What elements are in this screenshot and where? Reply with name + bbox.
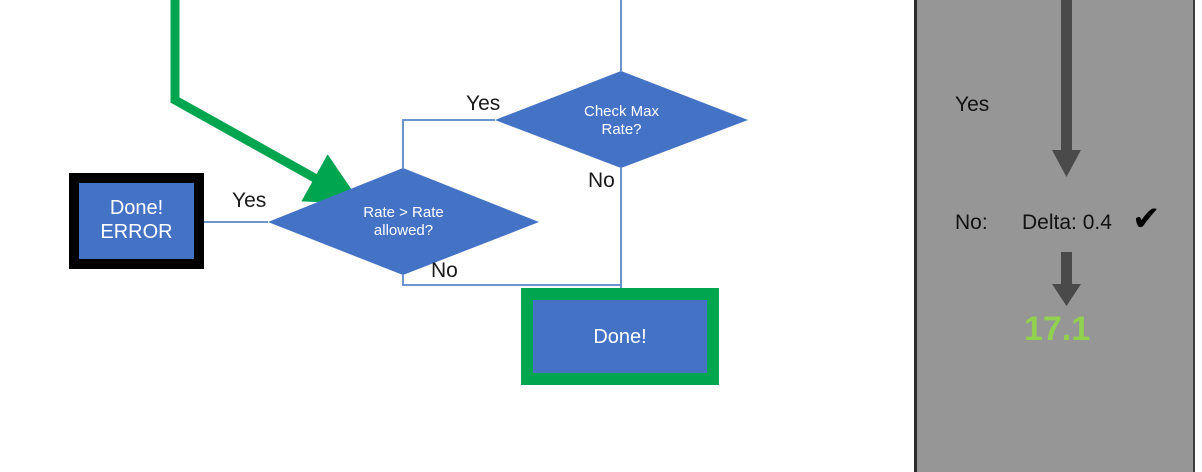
checkmark-icon: ✔ [1132, 199, 1161, 239]
edge-label-yes-check-max: Yes [466, 92, 501, 115]
edge-label-no-rate-allowed: No [431, 259, 458, 282]
right-edge-sliver [1195, 0, 1202, 472]
connector-no-rate-allowed [402, 275, 621, 286]
node-done-error[interactable] [69, 173, 204, 269]
panel-delta-label: Delta: 0.4 [1022, 211, 1112, 234]
gray-panel: Yes No: Delta: 0.4 [914, 0, 1195, 472]
node-check-max-rate[interactable] [495, 71, 748, 168]
edge-label-no-check-max: No [588, 169, 615, 192]
node-rate-gt-rate-allowed[interactable] [268, 168, 539, 275]
flowchart-canvas: Check Max Rate? Rate > Rate allowed? Don… [69, 0, 748, 385]
panel-no-label: No: [955, 211, 988, 234]
down-arrow-bottom [1052, 252, 1081, 306]
green-highlight-path [170, 0, 362, 205]
panel-graphics [1052, 0, 1081, 306]
connector-yes-check-max [402, 119, 495, 168]
edge-label-yes-rate-allowed: Yes [232, 189, 267, 212]
panel-result-value: 17.1 [1024, 310, 1091, 348]
panel-yes-label: Yes [955, 93, 990, 116]
down-arrow-top [1052, 0, 1081, 177]
flowchart-graphics [69, 0, 748, 385]
node-done[interactable] [521, 288, 719, 385]
